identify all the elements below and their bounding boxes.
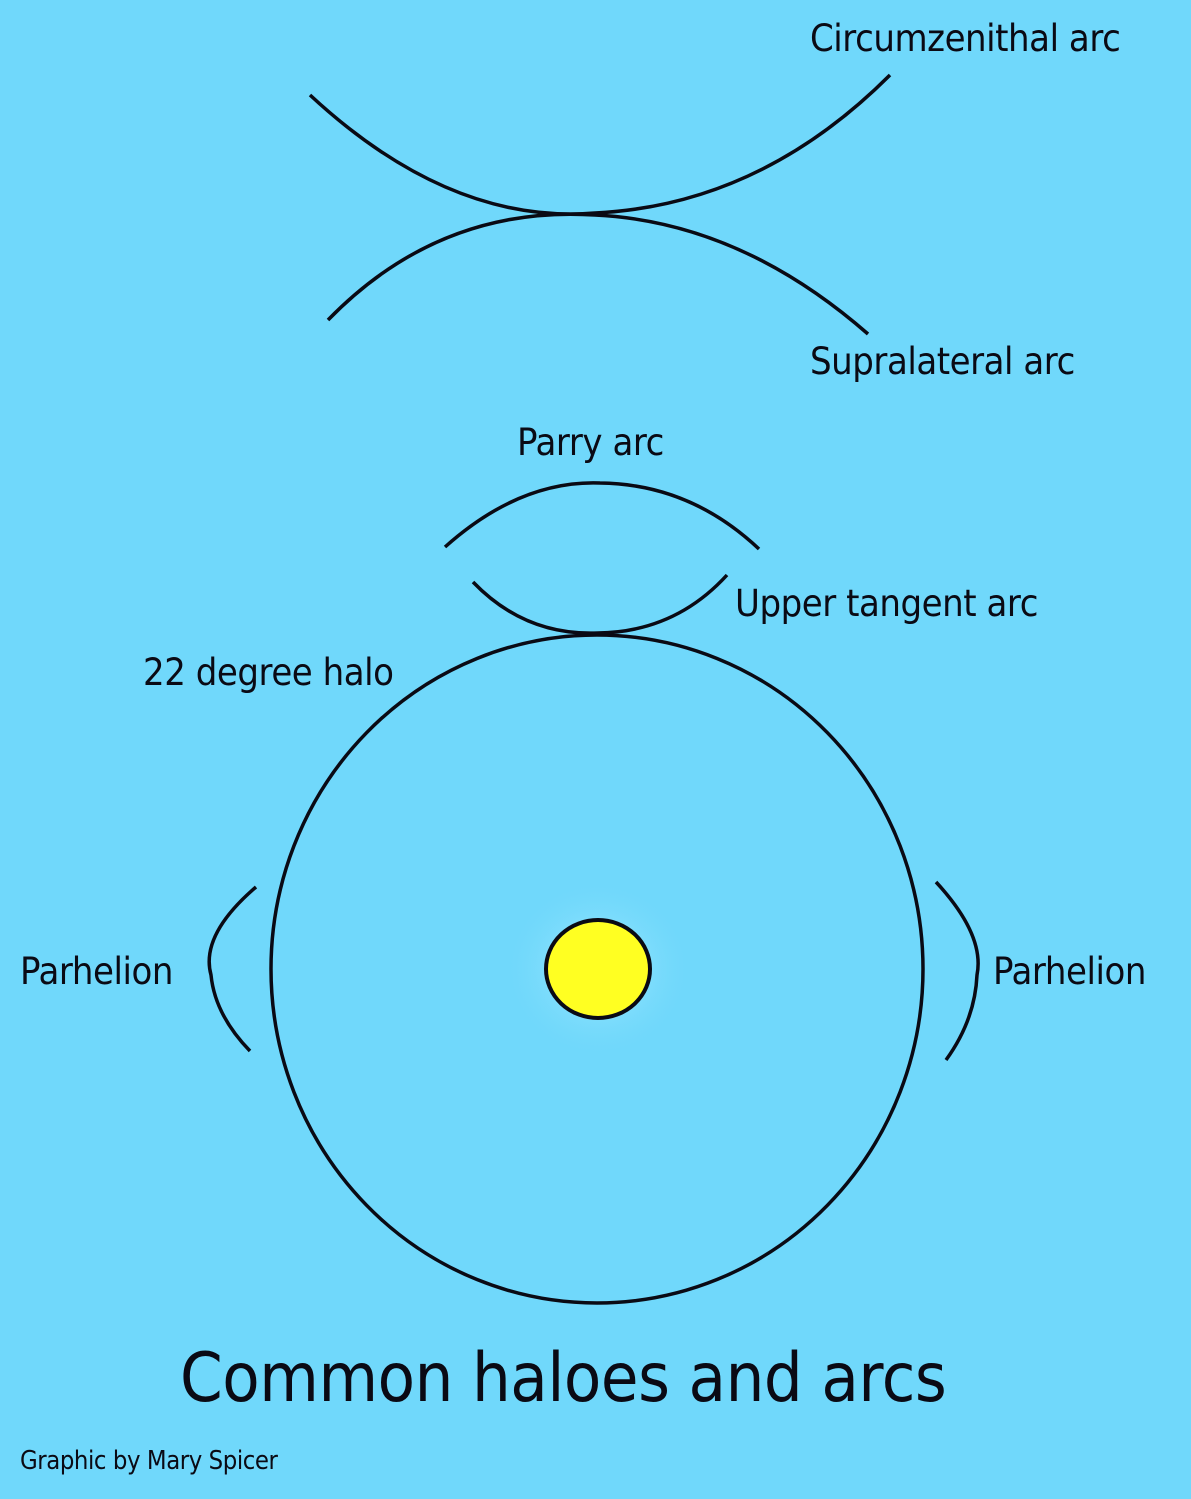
label-parhelion-left: Parhelion xyxy=(20,950,173,993)
parhelion-right-arc xyxy=(934,880,980,1062)
label-parhelion-right: Parhelion xyxy=(993,950,1146,993)
sun xyxy=(544,918,652,1020)
upper-tangent-arc xyxy=(471,573,729,635)
parry-arc xyxy=(443,481,761,551)
label-22-degree-halo: 22 degree halo xyxy=(143,651,394,694)
credit-text: Graphic by Mary Spicer xyxy=(20,1446,278,1476)
parhelion-left-arc xyxy=(207,885,258,1053)
label-circumzenithal-arc: Circumzenithal arc xyxy=(810,17,1121,60)
supralateral-arc xyxy=(326,212,870,336)
diagram-title: Common haloes and arcs xyxy=(180,1339,947,1418)
label-upper-tangent-arc: Upper tangent arc xyxy=(735,582,1038,625)
label-parry-arc: Parry arc xyxy=(517,421,664,464)
circumzenithal-arc xyxy=(308,73,892,216)
halo-22-degree xyxy=(269,633,925,1305)
label-supralateral-arc: Supralateral arc xyxy=(810,340,1075,383)
